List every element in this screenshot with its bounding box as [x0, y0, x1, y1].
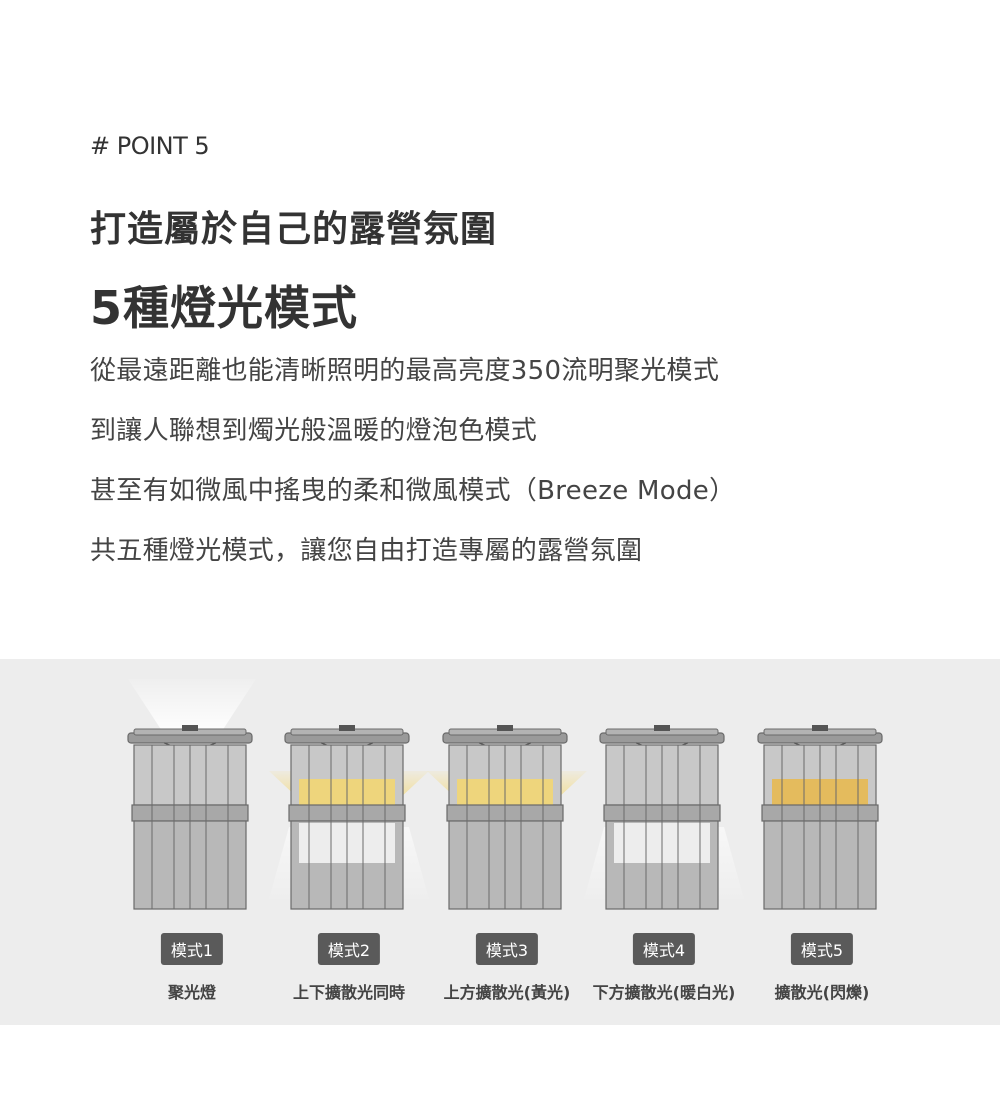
spot-beam: [128, 679, 256, 731]
subhead: 5種燈光模式: [90, 281, 359, 335]
mode-caption: 上方擴散光(黃光): [443, 983, 571, 1002]
mode-caption: 擴散光(閃爍): [774, 983, 870, 1002]
lantern-both-icon: [269, 725, 429, 910]
mode-badge: 模式5: [790, 933, 854, 965]
lantern-flicker-icon: [757, 725, 883, 910]
lantern-upper-yellow-icon: [427, 725, 587, 910]
mode-item-3: 模式3 上方擴散光(黃光): [427, 659, 587, 1025]
lantern-lower-white-icon: [584, 725, 744, 910]
point-tag: # POINT 5: [90, 132, 210, 160]
body-line-1: 從最遠距離也能清晰照明的最高亮度350流明聚光模式: [90, 356, 720, 386]
body-line-4: 共五種燈光模式，讓您自由打造專屬的露營氛圍: [90, 536, 643, 566]
mode-caption: 聚光燈: [167, 983, 217, 1002]
mode-item-5: 模式5 擴散光(閃爍): [742, 659, 902, 1025]
body-line-2: 到讓人聯想到燭光般溫暖的燈泡色模式: [90, 416, 538, 446]
mode-badge: 模式3: [475, 933, 539, 965]
mode-badge: 模式4: [632, 933, 696, 965]
lantern-spot-icon: [127, 679, 256, 910]
mode-item-4: 模式4 下方擴散光(暖白光): [584, 659, 744, 1025]
mode-badge: 模式2: [317, 933, 381, 965]
mode-caption: 下方擴散光(暖白光): [592, 983, 736, 1002]
mode-badge: 模式1: [160, 933, 224, 965]
mode-item-2: 模式2 上下擴散光同時: [269, 659, 429, 1025]
mode-item-1: 模式1 聚光燈: [112, 659, 272, 1025]
light-mode-panel: 模式1 聚光燈 模式2 上下擴散光同時 模式3 上方擴散光(黃光) 模式4 下方…: [0, 659, 1000, 1025]
body-line-3: 甚至有如微風中搖曳的柔和微風模式（Breeze Mode）: [90, 476, 736, 506]
mode-caption: 上下擴散光同時: [292, 983, 406, 1002]
headline: 打造屬於自己的露營氛圍: [90, 209, 498, 250]
